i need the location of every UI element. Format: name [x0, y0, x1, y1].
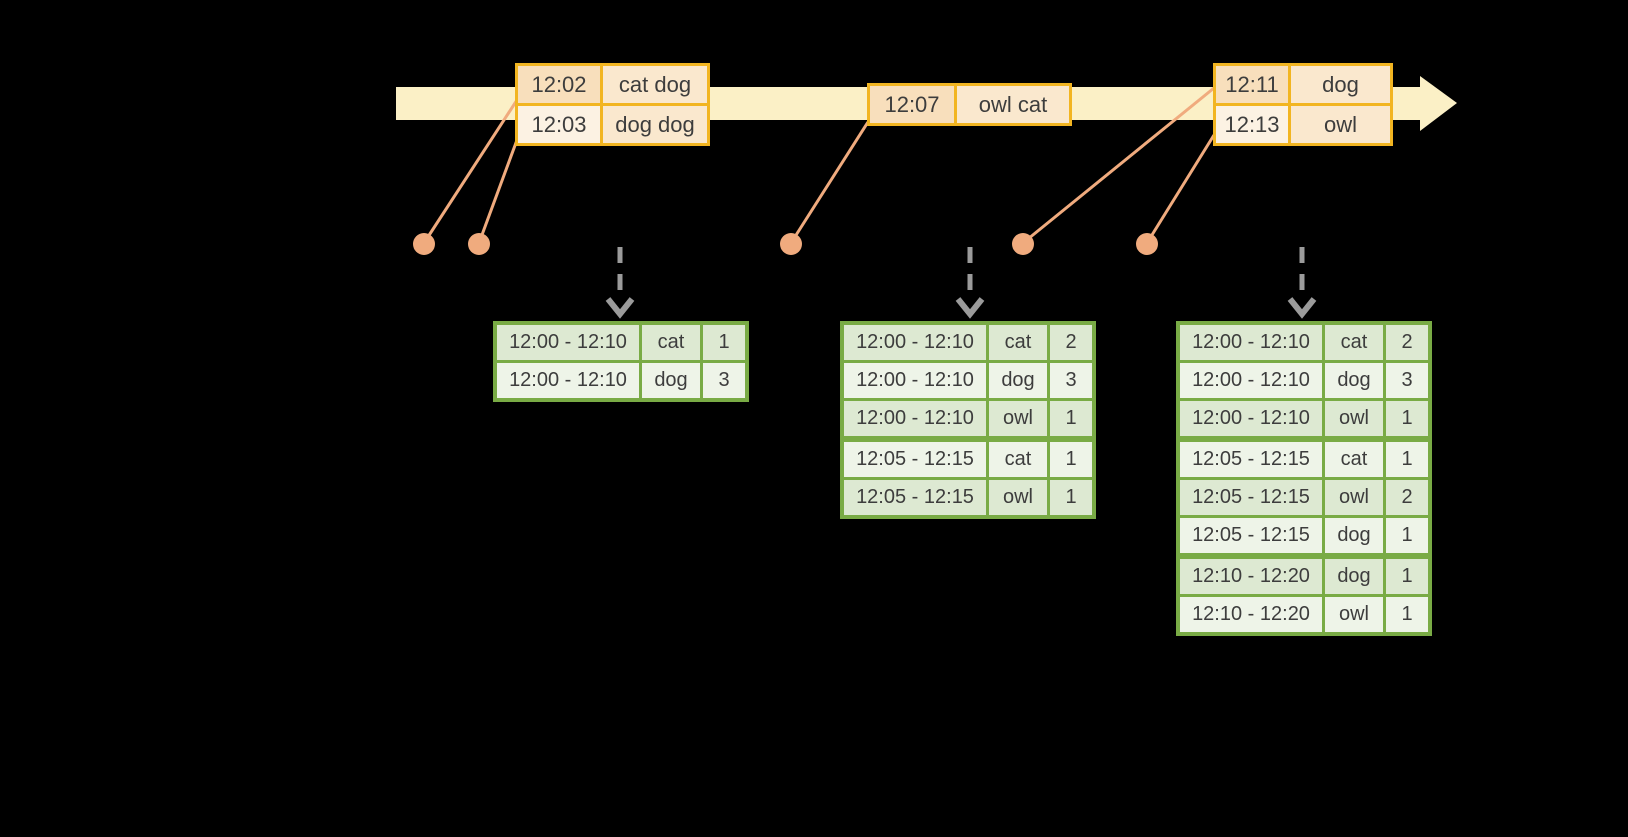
window-cell: 12:00 - 12:10: [844, 363, 986, 398]
event-row: 12:07 owl cat: [870, 86, 1069, 123]
word-cell: cat: [989, 442, 1047, 477]
window-cell: 12:10 - 12:20: [1180, 559, 1322, 594]
trigger-arrow-icon: [955, 247, 985, 319]
trigger-arrow-icon: [1287, 247, 1317, 319]
result-row: 12:05 - 12:15 cat 1: [844, 442, 1092, 477]
result-row: 12:05 - 12:15 cat 1: [1180, 442, 1428, 477]
event-dot: [413, 233, 435, 255]
event-time-cell: 12:11: [1216, 66, 1288, 103]
event-table-1: 12:02 cat dog 12:03 dog dog: [515, 63, 710, 146]
result-row: 12:00 - 12:10 cat 2: [1180, 325, 1428, 360]
word-cell: owl: [989, 480, 1047, 515]
count-cell: 1: [1386, 559, 1428, 594]
event-table-2: 12:07 owl cat: [867, 83, 1072, 126]
word-cell: cat: [1325, 442, 1383, 477]
count-cell: 1: [1386, 597, 1428, 632]
word-cell: owl: [1325, 480, 1383, 515]
count-cell: 3: [703, 363, 745, 398]
event-connector-line: [422, 99, 519, 244]
window-cell: 12:05 - 12:15: [844, 480, 986, 515]
result-row: 12:00 - 12:10 dog 3: [1180, 363, 1428, 398]
event-row: 12:03 dog dog: [518, 106, 707, 143]
count-cell: 2: [1050, 325, 1092, 360]
event-connector-line: [1145, 134, 1216, 244]
word-cell: cat: [989, 325, 1047, 360]
window-cell: 12:00 - 12:10: [1180, 325, 1322, 360]
result-table-3: 12:00 - 12:10 cat 2 12:00 - 12:10 dog 3 …: [1176, 321, 1432, 636]
event-connector-line: [477, 139, 519, 244]
count-cell: 1: [1050, 480, 1092, 515]
word-cell: owl: [1325, 597, 1383, 632]
event-dot: [468, 233, 490, 255]
window-cell: 12:00 - 12:10: [497, 325, 639, 360]
trigger-arrow-icon: [605, 247, 635, 319]
result-row: 12:05 - 12:15 owl 1: [844, 480, 1092, 515]
event-words-cell: owl cat: [957, 86, 1069, 123]
count-cell: 1: [1386, 518, 1428, 553]
word-cell: dog: [1325, 518, 1383, 553]
timeline-arrowhead-icon: [1420, 76, 1457, 131]
event-time-cell: 12:02: [518, 66, 600, 103]
count-cell: 3: [1050, 363, 1092, 398]
event-words-cell: cat dog: [603, 66, 707, 103]
word-cell: owl: [1325, 401, 1383, 436]
event-row: 12:02 cat dog: [518, 66, 707, 103]
result-row: 12:00 - 12:10 dog 3: [497, 363, 745, 398]
result-row: 12:10 - 12:20 owl 1: [1180, 597, 1428, 632]
result-row: 12:00 - 12:10 dog 3: [844, 363, 1092, 398]
result-table-2: 12:00 - 12:10 cat 2 12:00 - 12:10 dog 3 …: [840, 321, 1096, 519]
window-cell: 12:05 - 12:15: [844, 442, 986, 477]
event-time-cell: 12:13: [1216, 106, 1288, 143]
result-row: 12:00 - 12:10 owl 1: [844, 401, 1092, 436]
result-row: 12:00 - 12:10 cat 1: [497, 325, 745, 360]
word-cell: dog: [989, 363, 1047, 398]
word-cell: dog: [1325, 559, 1383, 594]
event-words-cell: dog dog: [603, 106, 707, 143]
result-row: 12:05 - 12:15 dog 1: [1180, 518, 1428, 553]
result-row: 12:00 - 12:10 owl 1: [1180, 401, 1428, 436]
count-cell: 1: [1050, 401, 1092, 436]
count-cell: 2: [1386, 480, 1428, 515]
window-cell: 12:00 - 12:10: [844, 401, 986, 436]
event-words-cell: owl: [1291, 106, 1390, 143]
event-dot: [1012, 233, 1034, 255]
window-cell: 12:00 - 12:10: [497, 363, 639, 398]
event-row: 12:13 owl: [1216, 106, 1390, 143]
event-time-cell: 12:07: [870, 86, 954, 123]
word-cell: dog: [1325, 363, 1383, 398]
result-row: 12:05 - 12:15 owl 2: [1180, 480, 1428, 515]
count-cell: 1: [1050, 442, 1092, 477]
window-cell: 12:00 - 12:10: [844, 325, 986, 360]
window-cell: 12:00 - 12:10: [1180, 401, 1322, 436]
window-cell: 12:10 - 12:20: [1180, 597, 1322, 632]
count-cell: 1: [703, 325, 745, 360]
count-cell: 3: [1386, 363, 1428, 398]
word-cell: dog: [642, 363, 700, 398]
count-cell: 1: [1386, 401, 1428, 436]
window-cell: 12:05 - 12:15: [1180, 518, 1322, 553]
word-cell: cat: [642, 325, 700, 360]
count-cell: 2: [1386, 325, 1428, 360]
window-cell: 12:05 - 12:15: [1180, 442, 1322, 477]
event-dot: [780, 233, 802, 255]
result-table-1: 12:00 - 12:10 cat 1 12:00 - 12:10 dog 3: [493, 321, 749, 402]
event-time-cell: 12:03: [518, 106, 600, 143]
result-row: 12:10 - 12:20 dog 1: [1180, 559, 1428, 594]
window-cell: 12:00 - 12:10: [1180, 363, 1322, 398]
event-table-3: 12:11 dog 12:13 owl: [1213, 63, 1393, 146]
event-connector-line: [789, 121, 870, 244]
event-words-cell: dog: [1291, 66, 1390, 103]
event-row: 12:11 dog: [1216, 66, 1390, 103]
window-cell: 12:05 - 12:15: [1180, 480, 1322, 515]
result-row: 12:00 - 12:10 cat 2: [844, 325, 1092, 360]
word-cell: owl: [989, 401, 1047, 436]
event-connector-line: [1022, 86, 1215, 245]
word-cell: cat: [1325, 325, 1383, 360]
count-cell: 1: [1386, 442, 1428, 477]
event-dot: [1136, 233, 1158, 255]
